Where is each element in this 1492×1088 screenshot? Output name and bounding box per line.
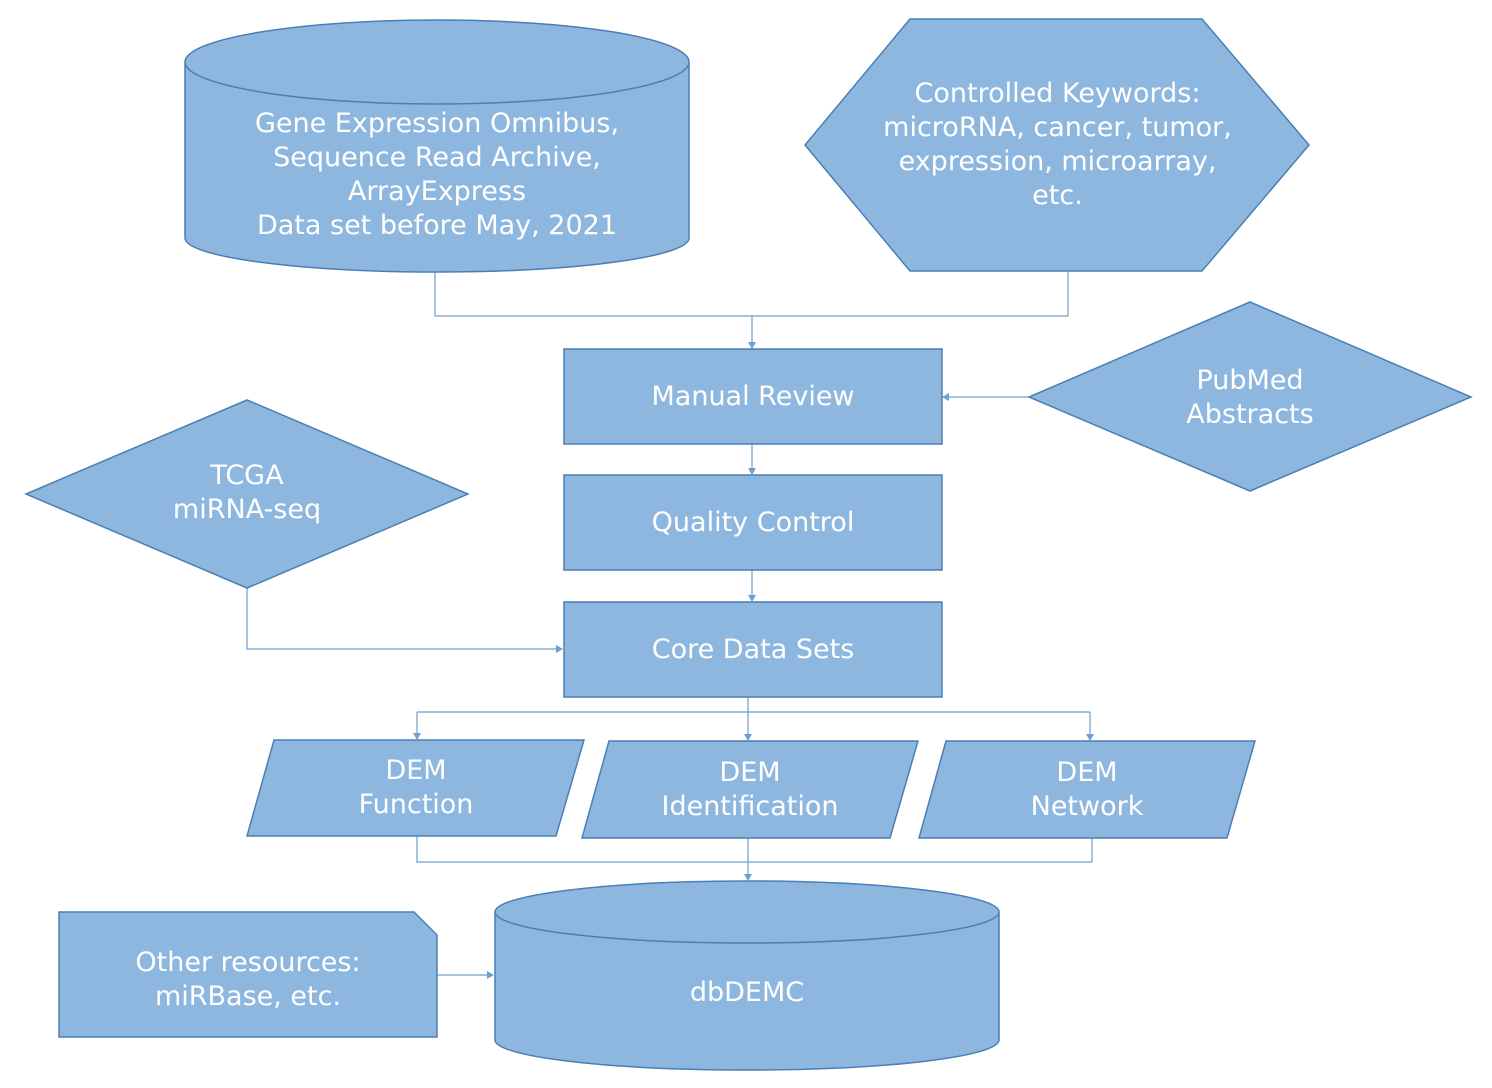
dbdemc-label: dbDEMC [689,976,805,1008]
tcga-label: TCGA miRNA-seq [172,459,322,525]
quality-control-label: Quality Control [651,506,855,538]
connectors [246,272,1094,979]
node-geo-database [184,19,690,273]
dem-function-label: DEM Function [358,755,474,820]
keywords-label: Controlled Keywords: microRNA, cancer, t… [883,78,1232,211]
pubmed-label: PubMed Abstracts [1186,364,1314,430]
node-core-data-box [563,601,943,698]
manual-review-label: Manual Review [651,380,855,412]
node-dem-network-para [918,740,1256,839]
node-keywords-hexagon [804,18,1310,272]
node-other-resources-box [58,911,438,1038]
dem-network-label: DEM Network [1030,756,1144,822]
node-manual-review-box [563,348,943,445]
other-resources-label: Other resources: miRBase, etc. [135,947,361,1012]
edge-dem-to-dbdemc [416,836,1093,875]
node-dem-function-para [246,739,585,837]
node-quality-control-box [563,474,943,571]
node-dem-identification-para [581,740,919,839]
core-data-label: Core Data Sets [651,633,855,665]
edge-core-to-dem [416,697,1091,735]
dem-identification-label: DEM Identification [661,756,839,822]
edge-geo-to-manual-review [434,272,1068,317]
node-tcga-diamond [24,399,470,589]
geo-label: Gene Expression Omnibus, Sequence Read A… [254,108,620,241]
node-dbdemc-database [494,880,1000,1071]
edge-tcga-to-core [246,588,557,650]
node-pubmed-diamond [1027,301,1473,492]
